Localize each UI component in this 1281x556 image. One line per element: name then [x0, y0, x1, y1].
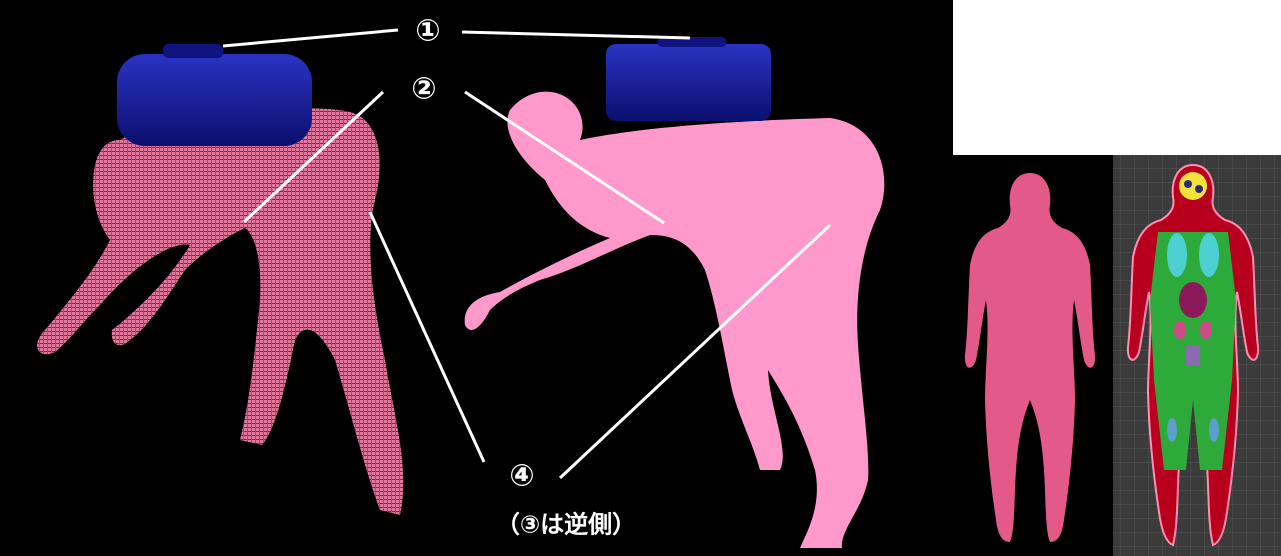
label-note-3-opposite-side: （③は逆側） — [496, 505, 636, 540]
label-2: ② — [411, 72, 436, 107]
label-4: ④ — [509, 459, 534, 494]
label-1: ① — [415, 14, 440, 49]
voxel-device — [117, 44, 312, 146]
smooth-device — [606, 37, 771, 121]
